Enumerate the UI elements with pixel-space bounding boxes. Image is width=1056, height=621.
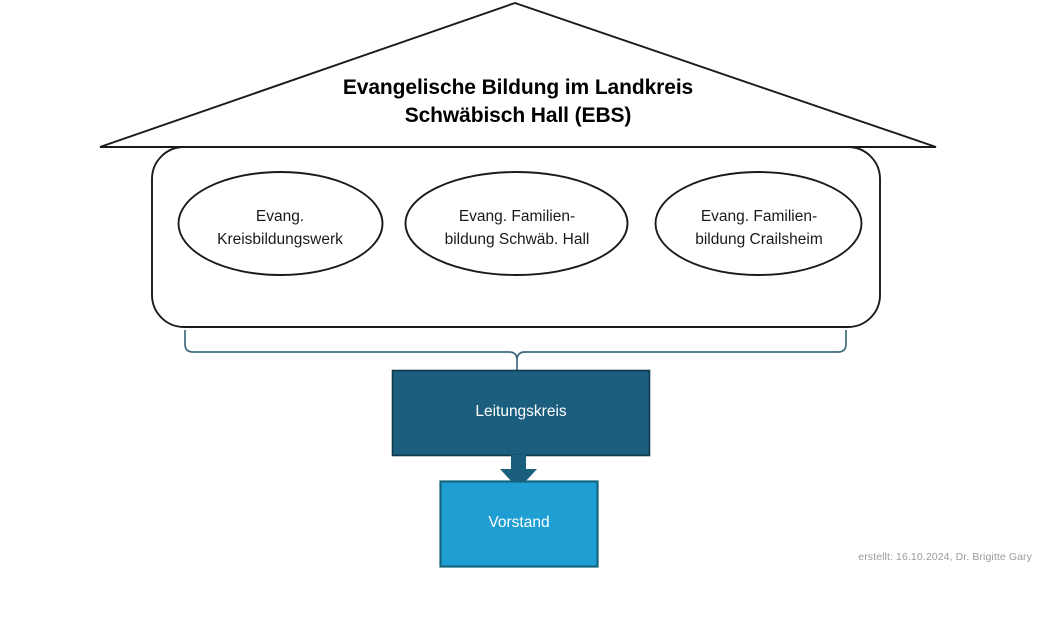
member-ellipse-familienbildung-schwaebisch-hall[interactable] [404, 171, 629, 276]
member-ellipse-familienbildung-crailsheim[interactable] [654, 171, 863, 276]
box-vorstand[interactable] [439, 480, 599, 568]
member-ellipse-kreisbildungswerk[interactable] [177, 171, 384, 276]
credit-text: erstellt: 16.10.2024, Dr. Brigitte Gary [858, 551, 1032, 563]
down-arrow-icon [500, 455, 537, 489]
box-leitungskreis[interactable] [391, 369, 651, 457]
brace-connector [184, 330, 847, 371]
roof-triangle [99, 1, 937, 148]
